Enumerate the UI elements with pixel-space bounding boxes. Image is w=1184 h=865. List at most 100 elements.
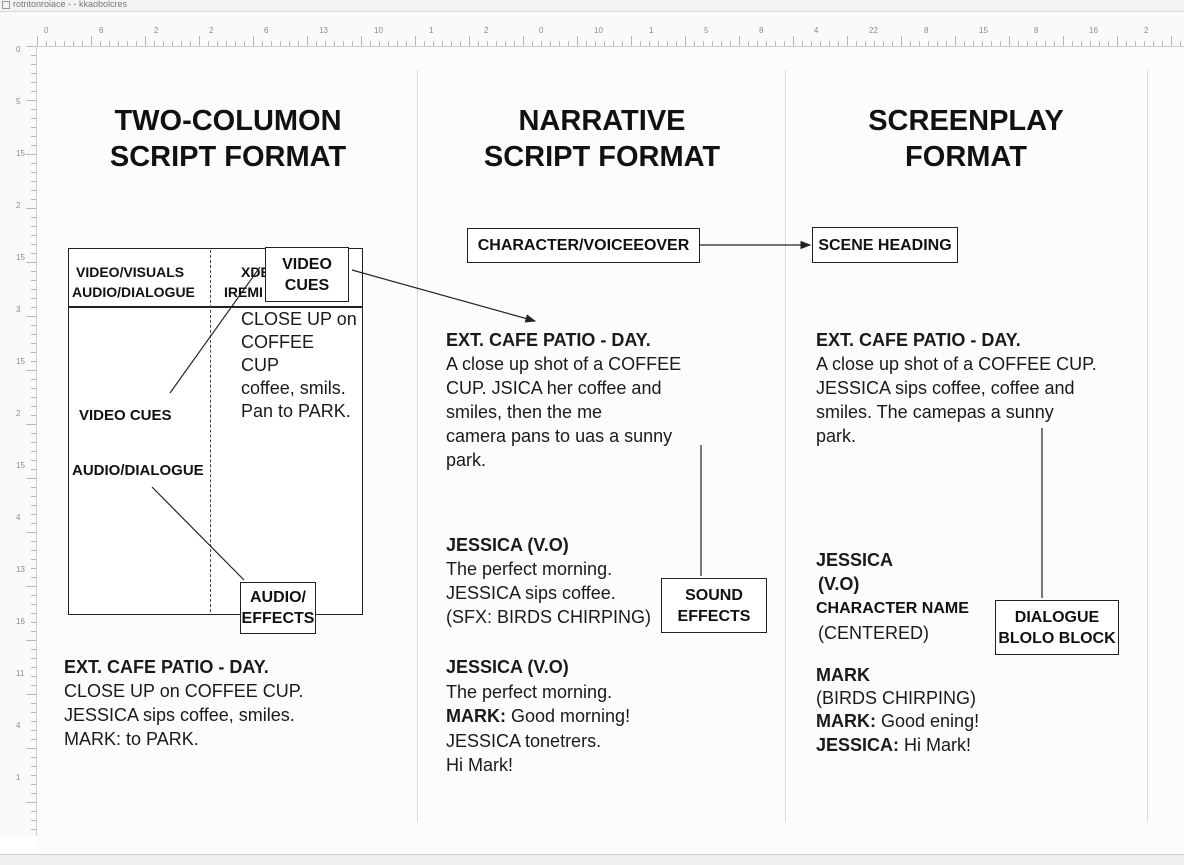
ruler-tick — [352, 41, 353, 46]
two-column-title-line2: SCRIPT FORMAT — [109, 141, 347, 173]
ruler-tick — [31, 298, 36, 299]
ruler-tick — [505, 41, 506, 46]
sound-effects-box-line1: SOUND — [685, 586, 743, 604]
ruler-tick — [31, 388, 36, 389]
ruler-tick — [31, 631, 36, 632]
ruler-tick — [496, 41, 497, 46]
ruler-tick — [26, 100, 36, 101]
status-bar — [0, 854, 1184, 865]
ruler-label: 5 — [16, 97, 21, 106]
ruler-tick — [31, 451, 36, 452]
ruler-tick — [118, 41, 119, 46]
character-voiceover-box-label: CHARACTER/VOICEEOVER — [477, 237, 690, 254]
ruler-tick — [811, 41, 812, 46]
ruler-tick — [253, 36, 254, 46]
ruler-tick — [31, 613, 36, 614]
two-column-bottom-body: CLOSE UP on COFFEE CUP. JESSICA sips cof… — [64, 679, 303, 751]
screenplay-birds: (BIRDS CHIRPING) — [816, 688, 977, 708]
ruler-label: 22 — [869, 26, 878, 35]
ruler-tick — [208, 41, 209, 46]
ruler-label: 2 — [1144, 26, 1149, 35]
ruler-tick — [31, 82, 36, 83]
ruler-tick — [928, 41, 929, 46]
ruler-label: 16 — [1089, 26, 1098, 35]
ruler-tick — [26, 424, 36, 425]
ruler-tick — [109, 41, 110, 46]
screenplay-mark-name: MARK — [816, 665, 870, 685]
narrative-vo1-body: The perfect morning. JESSICA sips coffee… — [446, 557, 651, 629]
ruler-tick — [190, 41, 191, 46]
narrative-vo2-line2: MARK: Good morning! — [446, 704, 630, 728]
ruler-tick — [31, 658, 36, 659]
ruler-tick — [26, 586, 36, 587]
ruler-tick — [694, 41, 695, 46]
jessica-label: JESSICA: — [816, 735, 900, 755]
narrative-paragraph: A close up shot of a COFFEE CUP. JSICA h… — [446, 352, 681, 472]
cell-line: CUP — [241, 355, 280, 375]
ruler-tick — [31, 127, 36, 128]
table-header-right-line2: IREMI — [224, 284, 263, 300]
ruler-tick — [31, 118, 36, 119]
window-title: rotntonroiace - - kkaobolcres — [13, 0, 128, 9]
ruler-tick — [784, 41, 785, 46]
ruler-tick — [136, 41, 137, 46]
paragraph-line: smiles, then the me — [446, 402, 603, 422]
scene-heading-box: SCENE HEADING — [812, 227, 958, 263]
ruler-label: 6 — [264, 26, 269, 35]
ruler-tick — [31, 829, 36, 830]
ruler-tick — [640, 41, 641, 46]
ruler-tick — [31, 280, 36, 281]
ruler-tick — [31, 352, 36, 353]
ruler-tick — [31, 343, 36, 344]
ruler-tick — [757, 41, 758, 46]
ruler-tick — [26, 208, 36, 209]
ruler-label: 6 — [99, 26, 104, 35]
ruler-tick — [31, 730, 36, 731]
ruler-tick — [31, 622, 36, 623]
ruler-tick — [1162, 41, 1163, 46]
ruler-tick — [31, 145, 36, 146]
ruler-tick — [31, 469, 36, 470]
ruler-tick — [838, 41, 839, 46]
ruler-label: 4 — [16, 721, 21, 730]
ruler-tick — [1126, 41, 1127, 46]
mark-text: Good ening! — [876, 711, 980, 731]
ruler-tick — [31, 433, 36, 434]
ruler-tick — [31, 172, 36, 173]
ruler-tick — [199, 36, 200, 46]
ruler-tick — [559, 41, 560, 46]
ruler-tick — [217, 41, 218, 46]
ruler-tick — [31, 739, 36, 740]
ruler-tick — [31, 136, 36, 137]
ruler-tick — [1072, 41, 1073, 46]
screenplay-title-line1: SCREENPLAY — [868, 105, 1064, 137]
ruler-label: 15 — [16, 461, 25, 470]
ruler-tick — [892, 41, 893, 46]
ruler-tick — [26, 370, 36, 371]
ruler-tick — [226, 41, 227, 46]
ruler-tick — [514, 41, 515, 46]
ruler-label: 15 — [16, 149, 25, 158]
ruler-tick — [460, 41, 461, 46]
narrative-title-line2: SCRIPT FORMAT — [483, 141, 721, 173]
ruler-tick — [31, 244, 36, 245]
ruler-tick — [271, 41, 272, 46]
video-cues-box-line1: VIDEO — [282, 255, 332, 273]
screenplay-paragraph: A close up shot of a COFFEE CUP. JESSICA… — [816, 352, 1097, 448]
ruler-tick — [343, 41, 344, 46]
cell-line: coffee, smils. — [241, 378, 346, 398]
table-header-left-line2: AUDIO/DIALOGUE — [72, 284, 195, 300]
ruler-label: 2 — [209, 26, 214, 35]
ruler-tick — [31, 811, 36, 812]
ruler-tick — [964, 41, 965, 46]
ruler-tick — [31, 271, 36, 272]
ruler-tick — [478, 41, 479, 46]
ruler-tick — [937, 41, 938, 46]
ruler-tick — [26, 46, 36, 47]
ruler-tick — [820, 41, 821, 46]
ruler-tick — [31, 406, 36, 407]
ruler-tick — [1180, 41, 1181, 46]
